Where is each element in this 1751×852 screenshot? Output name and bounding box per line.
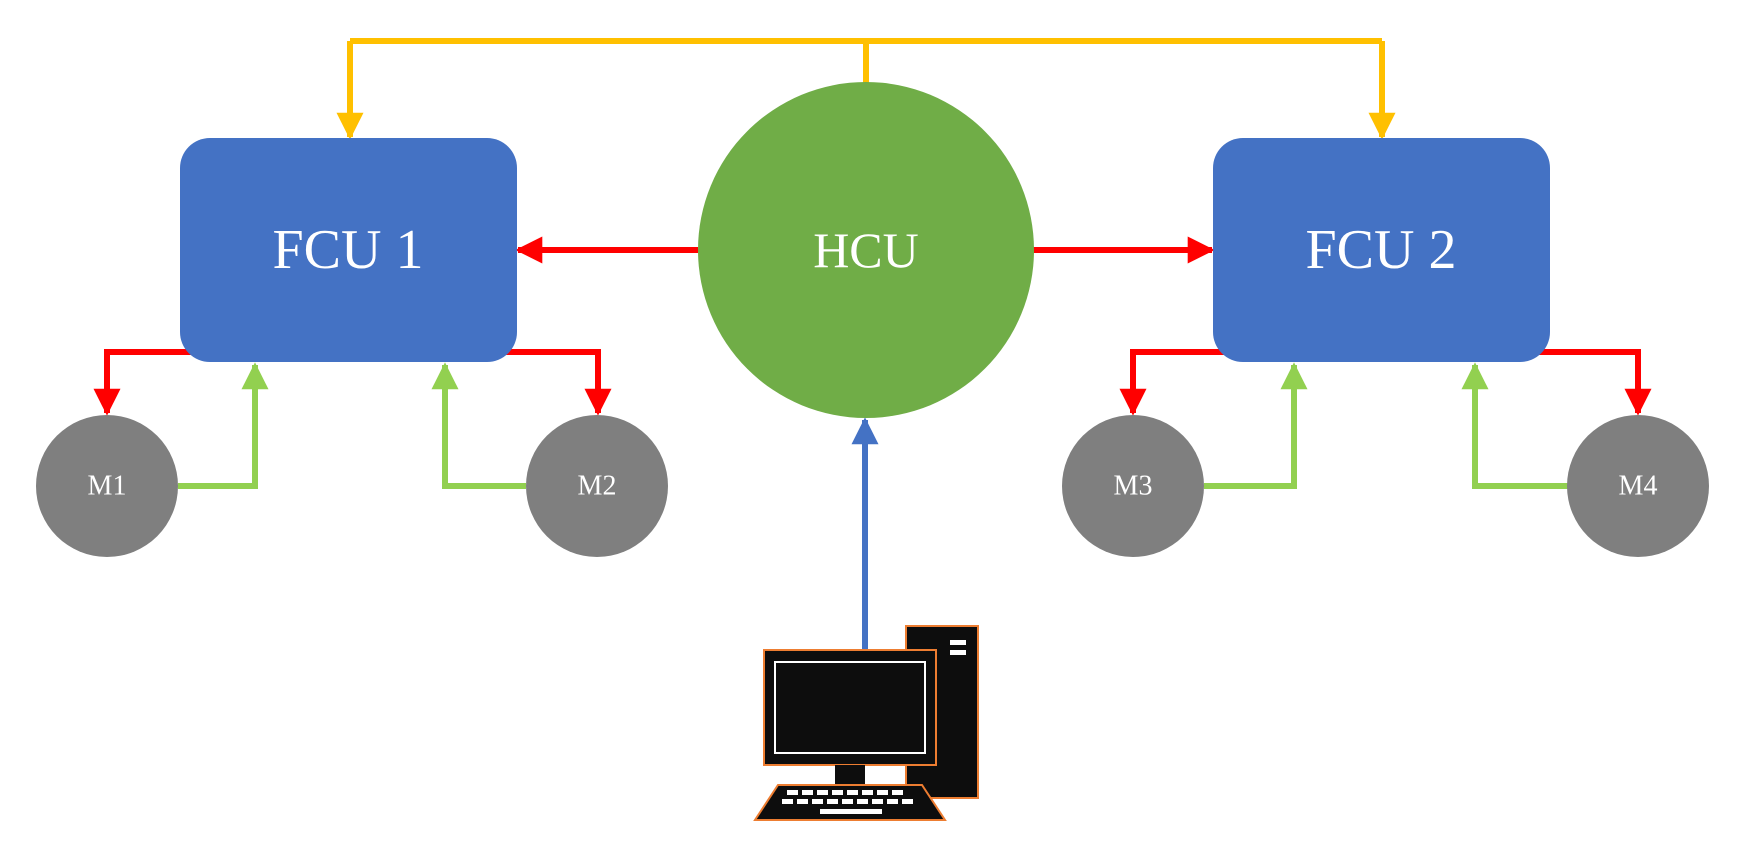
motor-feedback-arrows bbox=[178, 362, 1568, 489]
m4-to-fcu2-feedback bbox=[1461, 362, 1568, 489]
m4-circle bbox=[1567, 415, 1709, 557]
m2-label: M2 bbox=[578, 471, 617, 502]
m3-circle bbox=[1062, 415, 1204, 557]
sync-bus bbox=[336, 38, 1396, 140]
m3-to-fcu2-feedback bbox=[1204, 362, 1308, 489]
fcu2-box bbox=[1213, 138, 1550, 362]
fcu1-to-m2-arrow bbox=[504, 349, 612, 416]
fcu2-to-m3-arrow bbox=[1119, 349, 1224, 416]
motor-m2: M2 bbox=[526, 415, 668, 557]
desktop-computer-icon bbox=[753, 625, 979, 821]
m3-label: M3 bbox=[1114, 471, 1153, 502]
motor-m1: M1 bbox=[36, 415, 178, 557]
fcu1-to-m1-arrow bbox=[93, 349, 194, 416]
m4-label: M4 bbox=[1619, 471, 1658, 502]
hcu-label: HCU bbox=[813, 222, 919, 278]
m1-to-fcu1-feedback bbox=[178, 362, 269, 489]
fcu1-label: FCU 1 bbox=[273, 219, 424, 281]
hcu-circle bbox=[698, 82, 1034, 418]
hcu-node: HCU bbox=[698, 82, 1034, 418]
motor-m4: M4 bbox=[1567, 415, 1709, 557]
fcu1-box bbox=[180, 138, 517, 362]
fcu2-label: FCU 2 bbox=[1306, 219, 1457, 281]
m2-to-fcu1-feedback bbox=[431, 362, 526, 489]
monitor-screen bbox=[774, 661, 926, 754]
m2-circle bbox=[526, 415, 668, 557]
keyboard-keys bbox=[782, 790, 913, 814]
computer-monitor bbox=[763, 649, 937, 766]
tower-drive-slot-1 bbox=[950, 640, 966, 645]
motor-m3: M3 bbox=[1062, 415, 1204, 557]
monitor-stand bbox=[835, 765, 865, 785]
motor-command-arrows bbox=[93, 349, 1652, 416]
m1-label: M1 bbox=[88, 471, 127, 502]
tower-drive-slot-2 bbox=[950, 650, 966, 655]
fcu1-node: FCU 1 bbox=[180, 138, 517, 362]
m1-circle bbox=[36, 415, 178, 557]
fcu2-node: FCU 2 bbox=[1213, 138, 1550, 362]
fcu2-to-m4-arrow bbox=[1536, 349, 1652, 416]
